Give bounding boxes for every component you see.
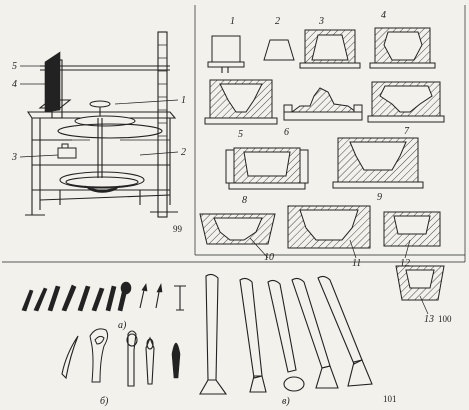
- fig99-callout-3: 3: [11, 152, 17, 163]
- label-8: 8: [242, 195, 247, 206]
- fig99-callout-5: 5: [12, 61, 17, 72]
- mold-1: 1: [207, 16, 245, 73]
- group-v-label: в): [282, 396, 290, 407]
- label-9: 9: [377, 192, 382, 203]
- label-12: 12: [400, 258, 410, 269]
- mold-5: 5: [204, 79, 278, 140]
- label-1: 1: [230, 16, 235, 27]
- mold-11: 11: [287, 205, 371, 269]
- fig99-callout-1: 1: [181, 95, 186, 106]
- figure-101-tools: а) б) в) 101: [21, 273, 397, 407]
- label-4: 4: [381, 10, 386, 21]
- tools-group-b: б): [61, 328, 181, 407]
- label-6: 6: [284, 127, 289, 138]
- mold-10: 10: [199, 213, 276, 263]
- fig99-callout-4: 4: [12, 79, 17, 90]
- mold-3: 3: [299, 16, 361, 69]
- mold-7: 7: [367, 81, 445, 137]
- label-2: 2: [275, 16, 280, 27]
- mold-4: 4: [369, 10, 436, 69]
- fig100-number: 100: [438, 314, 452, 324]
- mold-13: 13: [395, 265, 445, 325]
- mold-12: 12: [383, 211, 441, 269]
- mold-6: 6: [283, 87, 363, 138]
- label-7: 7: [404, 126, 410, 137]
- group-a-label: а): [118, 320, 127, 331]
- label-11: 11: [352, 258, 361, 269]
- label-10: 10: [264, 252, 274, 263]
- fig99-number: 99: [173, 224, 183, 234]
- fig101-number: 101: [383, 394, 397, 404]
- figure-100-molds: 1 2 3 4 5 6: [199, 10, 452, 325]
- tools-group-v: в): [199, 273, 373, 407]
- fig99-callout-2: 2: [181, 147, 186, 158]
- mold-9: 9: [332, 137, 424, 203]
- label-5: 5: [238, 129, 243, 140]
- group-b-label: б): [100, 396, 109, 407]
- mold-8: 8: [225, 147, 309, 206]
- figure-99-potters-wheel: 5 4 1 3 2 99: [11, 31, 186, 234]
- label-3: 3: [318, 16, 324, 27]
- label-13: 13: [424, 314, 434, 325]
- mold-2: 2: [263, 16, 295, 61]
- tools-group-a: а): [21, 281, 186, 331]
